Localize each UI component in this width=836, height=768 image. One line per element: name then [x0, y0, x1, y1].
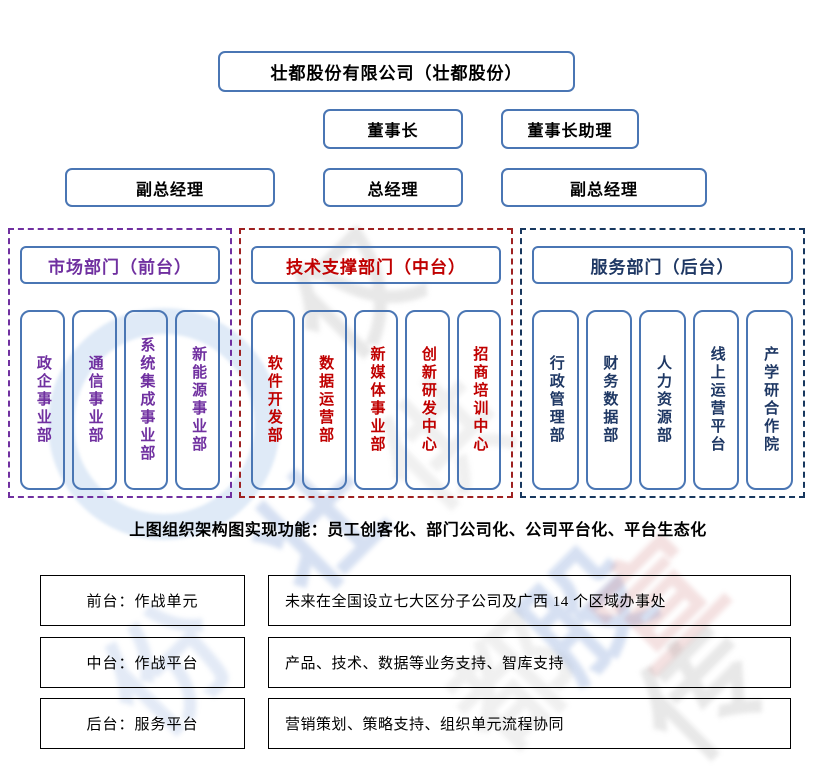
group-service-back-departments: 行政管理部 财务数据部 人力资源部 线上运营平台 产学研合作院 [532, 310, 793, 490]
company-box: 壮都股份有限公司（壮都股份） [218, 51, 575, 92]
table-row-description: 营销策划、策略支持、组织单元流程协同 [268, 698, 791, 749]
dept-box: 线上运营平台 [692, 310, 740, 490]
dept-label: 产学研合作院 [762, 346, 779, 454]
dept-box: 行政管理部 [532, 310, 579, 490]
group-service-back-title: 服务部门（后台） [532, 246, 793, 284]
dept-label: 新媒体事业部 [368, 346, 385, 454]
chairman-assistant-box: 董事长助理 [501, 109, 639, 149]
dept-box: 招商培训中心 [456, 310, 502, 490]
dept-label: 系统集成事业部 [138, 337, 155, 463]
dept-box: 系统集成事业部 [123, 310, 169, 490]
dept-label: 创新研发中心 [419, 346, 436, 454]
dept-label: 通信事业部 [86, 355, 103, 445]
chairman-box: 董事长 [323, 109, 463, 149]
dept-label: 新能源事业部 [190, 346, 207, 454]
dept-label: 招商培训中心 [471, 346, 488, 454]
general-manager-box: 总经理 [323, 168, 463, 207]
dept-box: 政企事业部 [20, 310, 65, 490]
vice-general-manager-right-box: 副总经理 [501, 168, 707, 207]
dept-label: 行政管理部 [547, 355, 564, 445]
dept-box: 通信事业部 [71, 310, 117, 490]
dept-box: 人力资源部 [639, 310, 686, 490]
dept-label: 软件开发部 [265, 355, 282, 445]
table-row-description: 未来在全国设立七大区分子公司及广西 14 个区域办事处 [268, 575, 791, 626]
dept-label: 财务数据部 [601, 355, 618, 445]
dept-box: 数据运营部 [302, 310, 347, 490]
dept-label: 人力资源部 [654, 355, 671, 445]
dept-box: 财务数据部 [585, 310, 633, 490]
dept-box: 创新研发中心 [405, 310, 450, 490]
dept-box: 新能源事业部 [175, 310, 220, 490]
dept-label: 数据运营部 [317, 355, 334, 445]
dept-box: 新媒体事业部 [353, 310, 399, 490]
group-market-front: 市场部门（前台） 政企事业部 通信事业部 系统集成事业部 新能源事业部 [8, 228, 232, 498]
group-market-front-title: 市场部门（前台） [20, 246, 220, 284]
dept-label: 政企事业部 [34, 355, 51, 445]
dept-box: 软件开发部 [251, 310, 296, 490]
table-row-description: 产品、技术、数据等业务支持、智库支持 [268, 637, 791, 688]
table-row-label: 后台：服务平台 [40, 698, 245, 749]
dept-box: 产学研合作院 [746, 310, 793, 490]
chart-caption: 上图组织架构图实现功能：员工创客化、部门公司化、公司平台化、平台生态化 [129, 522, 707, 539]
table-row-label: 中台：作战平台 [40, 637, 245, 688]
group-market-front-departments: 政企事业部 通信事业部 系统集成事业部 新能源事业部 [20, 310, 220, 490]
group-service-back: 服务部门（后台） 行政管理部 财务数据部 人力资源部 线上运营平台 产学研合作院 [520, 228, 805, 498]
group-tech-middle-title: 技术支撑部门（中台） [251, 246, 501, 284]
vice-general-manager-left-box: 副总经理 [65, 168, 275, 207]
dept-label: 线上运营平台 [708, 346, 725, 454]
group-tech-middle: 技术支撑部门（中台） 软件开发部 数据运营部 新媒体事业部 创新研发中心 招商培… [239, 228, 513, 498]
table-row-label: 前台：作战单元 [40, 575, 245, 626]
group-tech-middle-departments: 软件开发部 数据运营部 新媒体事业部 创新研发中心 招商培训中心 [251, 310, 502, 490]
